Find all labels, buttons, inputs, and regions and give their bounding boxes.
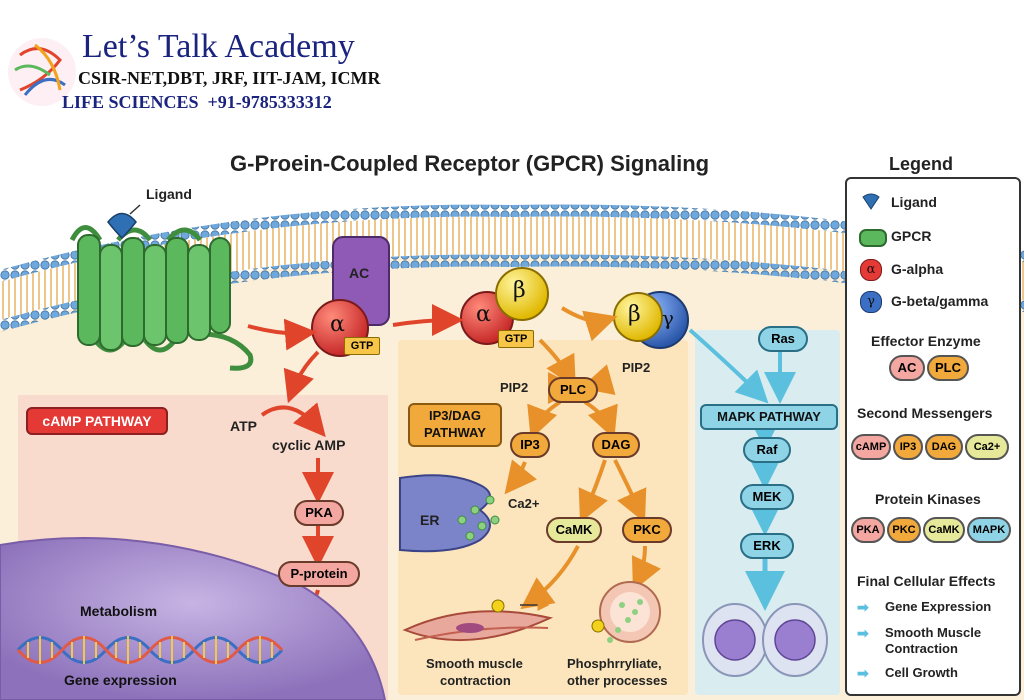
legend-camp-chip: cAMP — [851, 434, 891, 460]
academy-contact: LIFE SCIENCES +91-9785333312 — [62, 92, 332, 112]
legend-title: Legend — [889, 154, 954, 174]
legend-effect-arrow-2: ➡ — [857, 625, 869, 641]
smooth-muscle-label-2: contraction — [440, 673, 511, 688]
er-label: ER — [420, 512, 440, 528]
legend-pka-chip: PKA — [851, 517, 885, 543]
g-beta-symbol-2: β — [628, 302, 641, 327]
legend-effect-arrow-3: ➡ — [857, 665, 869, 681]
ip3-dag-pathway-line1: IP3/DAG — [428, 408, 481, 423]
ligand-shape — [107, 204, 141, 240]
legend-effect-cell-growth: Cell Growth — [885, 665, 958, 680]
legend-g-alpha-label: G-alpha — [891, 261, 944, 277]
legend-ip3-chip: IP3 — [893, 434, 923, 460]
dividing-cell-shape — [702, 603, 828, 677]
legend-ca-chip: Ca2+ — [965, 434, 1009, 460]
legend-effect-smooth-muscle: Smooth Muscle — [885, 625, 982, 640]
legend-mapk-chip: MAPK — [967, 517, 1011, 543]
erk-node: ERK — [740, 533, 794, 559]
legend-ligand-icon — [862, 193, 880, 210]
ac-label: AC — [349, 265, 370, 281]
pkc-node: PKC — [622, 517, 672, 543]
academy-title: Let’s Talk Academy — [82, 28, 355, 65]
legend-effect-gene-expression: Gene Expression — [885, 599, 992, 614]
legend-ac-chip: AC — [889, 355, 925, 381]
phosphorylate-label-2: other processes — [567, 673, 668, 688]
legend-effects-title: Final Cellular Effects — [857, 573, 996, 589]
ip3-dag-pathway-label: IP3/DAG PATHWAY — [408, 403, 502, 447]
calcium-label: Ca2+ — [508, 496, 540, 511]
raf-node: Raf — [743, 437, 791, 463]
pka-node: PKA — [294, 500, 344, 526]
cyclic-amp-label: cyclic AMP — [272, 437, 346, 453]
academy-subtitle: CSIR-NET,DBT, JRF, IIT-JAM, ICMR — [78, 68, 381, 88]
pip2-label-2: PIP2 — [500, 380, 529, 395]
mapk-pathway-label: MAPK PATHWAY — [700, 404, 838, 430]
legend-camk-chip: CaMK — [923, 517, 965, 543]
dna-helix — [16, 636, 284, 664]
legend-ligand-label: Ligand — [891, 194, 937, 210]
ip3-dag-pathway-line2: PATHWAY — [424, 425, 486, 440]
legend-gpcr-icon — [859, 229, 887, 247]
logo-shape — [8, 38, 76, 106]
legend-pkc-chip: PKC — [887, 517, 921, 543]
legend-effect-contraction: Contraction — [885, 641, 958, 656]
diagram-title: G-Proein-Coupled Receptor (GPCR) Signali… — [230, 151, 710, 176]
camp-pathway-label: cAMP PATHWAY — [26, 407, 168, 435]
ip3-node: IP3 — [510, 432, 550, 458]
metabolism-label: Metabolism — [80, 603, 158, 619]
legend-gpcr-label: GPCR — [891, 228, 932, 244]
g-alpha-symbol-1: α — [330, 312, 345, 337]
legend-dag-chip: DAG — [925, 434, 963, 460]
legend-panel: Legend Ligand GPCR α G-alpha γ G-beta/ga… — [845, 154, 1021, 696]
legend-effect-arrow-1: ➡ — [857, 599, 869, 615]
phosphorylate-label-1: Phosphrryliate, — [567, 656, 662, 671]
legend-g-beta-gamma-label: G-beta/gamma — [891, 293, 989, 309]
legend-g-alpha-icon: α — [860, 259, 882, 281]
smooth-muscle-shape — [402, 599, 554, 642]
smooth-muscle-label-1: Smooth muscle — [426, 656, 523, 671]
gene-expression-label: Gene expression — [64, 672, 177, 688]
g-alpha-symbol-2: α — [476, 302, 491, 327]
dag-node: DAG — [592, 432, 640, 458]
g-gamma-symbol: γ — [662, 306, 674, 330]
legend-effector-title: Effector Enzyme — [871, 333, 981, 349]
gtp-badge-2: GTP — [498, 330, 534, 348]
vesicle-shape — [591, 581, 661, 643]
p-protein-node: P-protein — [278, 561, 360, 587]
pip2-label-1: PIP2 — [622, 360, 651, 375]
g-beta-symbol-1: β — [513, 278, 526, 303]
mek-node: MEK — [740, 484, 794, 510]
camk-node: CaMK — [546, 517, 602, 543]
legend-kinases-title: Protein Kinases — [875, 491, 981, 507]
plc-node: PLC — [548, 377, 598, 403]
ras-node: Ras — [758, 326, 808, 352]
gtp-badge-1: GTP — [344, 337, 380, 355]
legend-messengers-title: Second Messengers — [857, 405, 993, 421]
legend-g-gamma-icon: γ — [860, 291, 882, 313]
atp-label: ATP — [230, 418, 257, 434]
legend-plc-chip: PLC — [927, 355, 969, 381]
ligand-label: Ligand — [146, 186, 192, 202]
